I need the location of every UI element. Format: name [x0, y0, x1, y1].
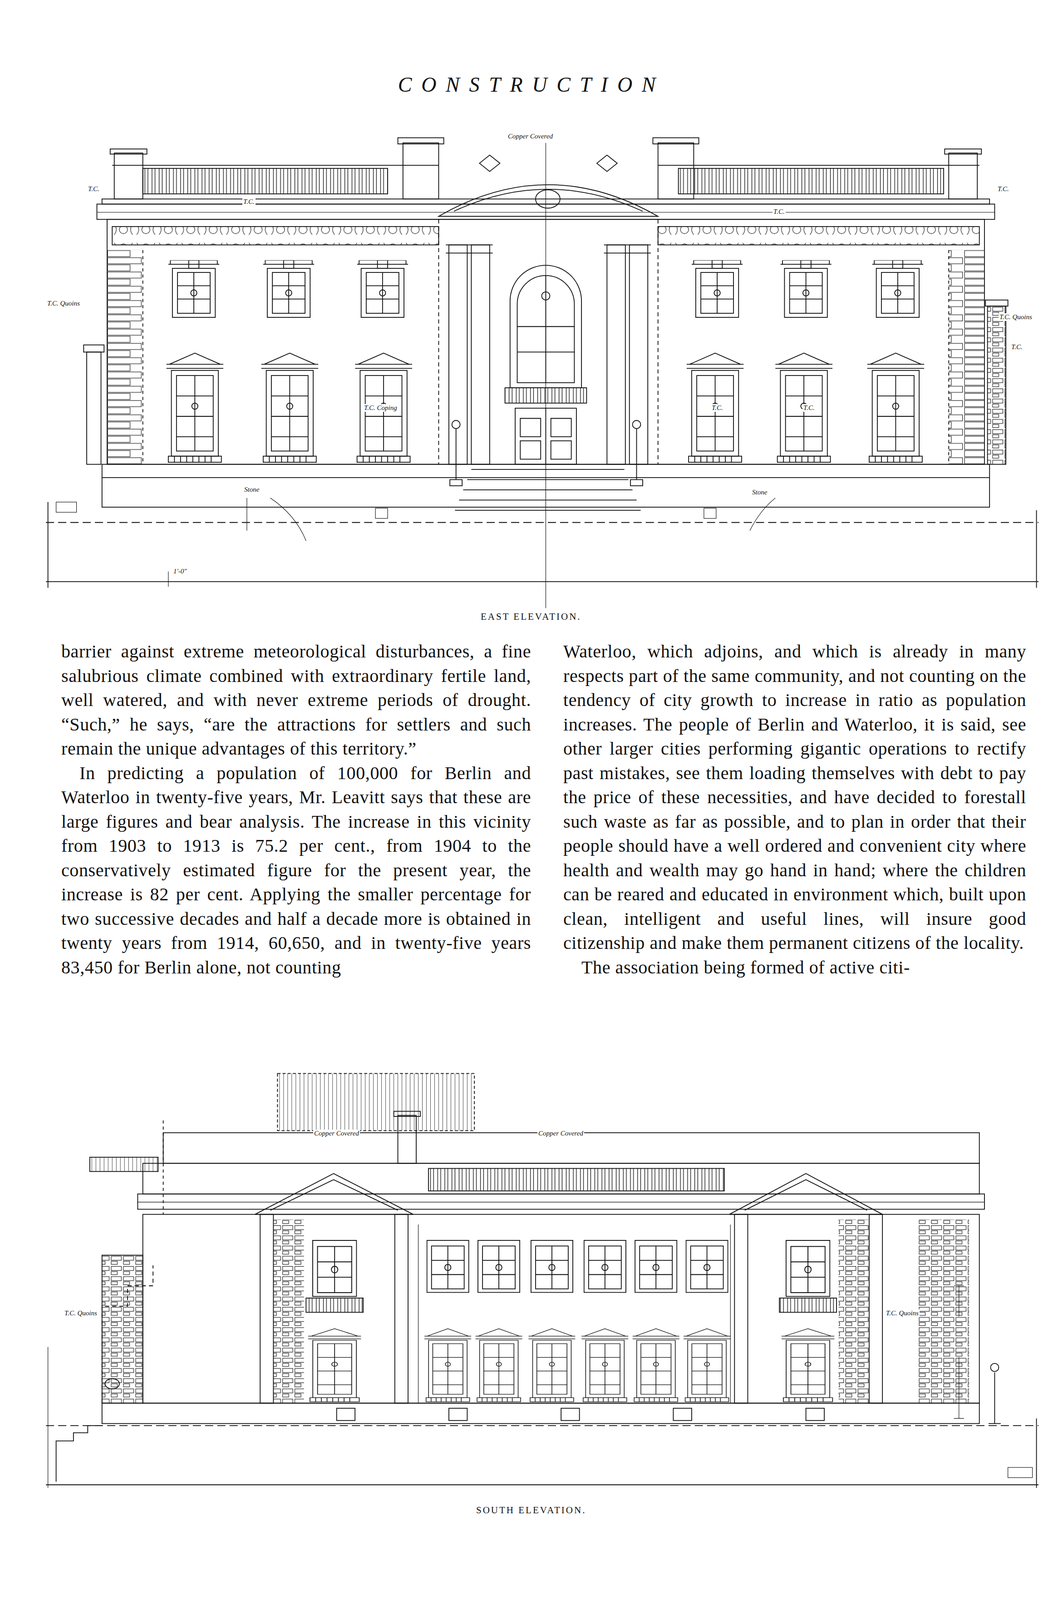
drawing-annotation: T.C. Coping — [363, 403, 399, 412]
drawing-annotation: Stone — [243, 485, 261, 494]
body-paragraph: The association being formed of active c… — [563, 954, 1027, 980]
drawing-annotation: T.C. — [772, 207, 786, 216]
drawing-annotation: Stone — [751, 488, 768, 497]
figure-caption: EAST ELEVATION. — [479, 610, 583, 623]
drawing-annotation: T.C. Quoins — [998, 313, 1034, 321]
drawing-annotation: T.C. Quoins — [46, 299, 81, 308]
drawing-annotation: T.C. — [242, 197, 256, 206]
page-header: CONSTRUCTION — [0, 72, 1063, 97]
text-column: Waterloo, which adjoins, and which is al… — [563, 639, 1027, 980]
body-paragraph: In predicting a population of 100,000 fo… — [61, 760, 532, 980]
drawing-annotation: T.C. Quoins — [885, 1309, 920, 1317]
drawing-annotation: T.C. — [802, 403, 816, 412]
drawing-annotation: T.C. — [996, 185, 1010, 193]
drawing-annotation: 1'-0" — [172, 567, 188, 576]
drawing-annotation: T.C. — [710, 403, 724, 412]
drawing-annotation: Copper Covered — [537, 1129, 585, 1137]
figure-caption: SOUTH ELEVATION. — [474, 1504, 588, 1516]
drawing-annotation: Copper Covered — [313, 1129, 360, 1137]
drawing-annotation: T.C. — [87, 185, 101, 193]
body-paragraph: barrier against extreme meteorological d… — [61, 639, 532, 761]
text-column: barrier against extreme meteorological d… — [61, 639, 532, 980]
drawing-annotation: T.C. — [1010, 343, 1024, 351]
drawing-annotation: T.C. Quoins — [63, 1309, 99, 1317]
drawing-annotation: Copper Covered — [506, 132, 554, 141]
body-paragraph: Waterloo, which adjoins, and which is al… — [563, 639, 1027, 955]
